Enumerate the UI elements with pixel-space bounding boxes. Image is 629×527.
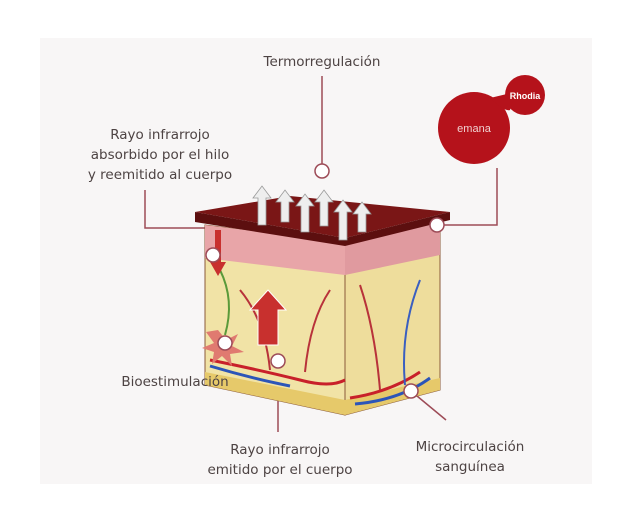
- line-2: emitido por el cuerpo: [207, 462, 353, 478]
- label-microcirculacion: Microcirculación sanguínea: [400, 437, 540, 477]
- line-2: absorbido por el hilo: [90, 147, 230, 163]
- svg-text:emana: emana: [457, 123, 492, 135]
- line-3: y reemitido al cuerpo: [87, 167, 233, 183]
- emana-logo: Rhodia emana: [438, 75, 545, 164]
- callout-circles: [205, 163, 445, 399]
- line-1: Rayo infrarrojo: [110, 127, 210, 143]
- callout-lines: [144, 76, 498, 432]
- skin-block: [195, 185, 450, 416]
- label-termorregulacion: Termorregulación: [263, 54, 381, 70]
- line-1: Microcirculación: [415, 439, 525, 455]
- svg-text:Rhodia: Rhodia: [510, 91, 541, 101]
- label-bioestimulacion: Bioestimulación: [121, 374, 229, 390]
- label-rayo-emitido: Rayo infrarrojo emitido por el cuerpo: [195, 440, 365, 480]
- line-2: sanguínea: [435, 459, 505, 475]
- label-rayo-absorbido: Rayo infrarrojo absorbido por el hilo y …: [70, 125, 250, 185]
- line-1: Rayo infrarrojo: [230, 442, 330, 458]
- heat-arrows: [252, 185, 372, 241]
